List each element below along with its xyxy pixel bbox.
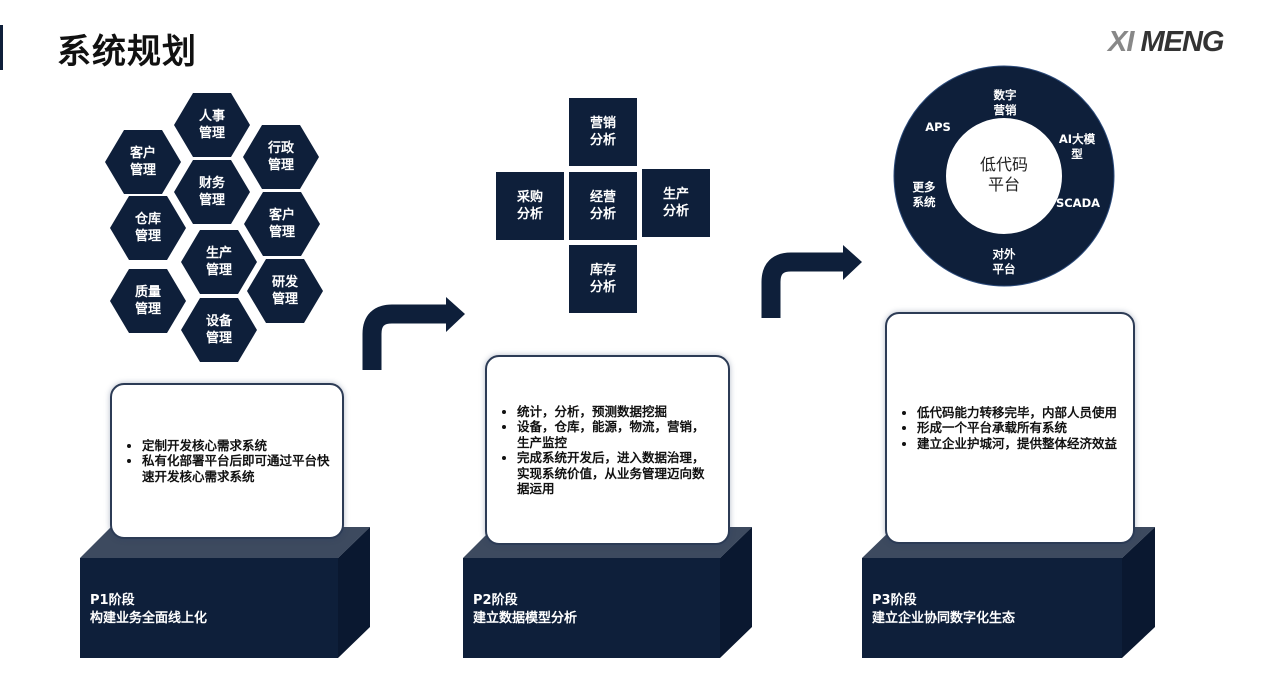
lowcode-platform-label: 低代码平台 (979, 155, 1028, 194)
stage-1-card: 定制开发核心需求系统私有化部署平台后即可通过平台快速开发核心需求系统 (110, 383, 344, 539)
arrow-2-icon (761, 252, 845, 318)
stage-phase: P1阶段 (90, 593, 135, 608)
stage-name: 构建业务全面线上化 (90, 611, 208, 626)
title-accent-bar (0, 25, 3, 70)
hex-finance: 财务管理 (174, 160, 250, 224)
bullet: 建立企业护城河，提供整体经济效益 (917, 436, 1117, 452)
stage-2-label: P2阶段建立数据模型分析 (473, 592, 577, 628)
tile-marketing-analysis: 营销分析 (569, 98, 637, 166)
hex-hr: 人事管理 (174, 93, 250, 157)
hex-customer: 客户管理 (105, 130, 181, 194)
tile-purchase-analysis: 采购分析 (496, 172, 564, 240)
stage-phase: P3阶段 (872, 593, 917, 608)
stage-3-card: 低代码能力转移完毕，内部人员使用形成一个平台承载所有系统建立企业护城河，提供整体… (885, 312, 1135, 544)
stage-name: 建立企业协同数字化生态 (872, 611, 1016, 626)
stage-phase: P2阶段 (473, 593, 518, 608)
hex-warehouse: 仓库管理 (110, 196, 186, 260)
bullet: 低代码能力转移完毕，内部人员使用 (917, 405, 1117, 421)
logo: XI MENG (1108, 26, 1224, 58)
stage-name: 建立数据模型分析 (473, 611, 578, 626)
bullet: 定制开发核心需求系统 (142, 438, 330, 454)
arrow-1-icon (362, 304, 450, 370)
bullet: 形成一个平台承载所有系统 (917, 420, 1117, 436)
platform-ring (894, 66, 1114, 286)
tile-inventory-analysis: 库存分析 (569, 245, 637, 313)
stage-2-card: 统计，分析，预测数据挖掘设备，仓库，能源，物流，营销，生产监控完成系统开发后，进… (485, 355, 730, 545)
stage-1-label: P1阶段构建业务全面线上化 (90, 592, 207, 628)
ring-ai-model: AI大模型 (1058, 132, 1096, 161)
tile-production-analysis: 生产分析 (642, 169, 710, 237)
bullet: 设备，仓库，能源，物流，营销，生产监控 (517, 419, 716, 450)
ring-more-systems: 更多系统 (912, 180, 936, 209)
ring-digital-marketing: 数字营销 (993, 88, 1017, 117)
stage-3-label: P3阶段建立企业协同数字化生态 (872, 592, 1015, 628)
tile-operation-analysis: 经营分析 (569, 172, 637, 240)
bullet: 私有化部署平台后即可通过平台快速开发核心需求系统 (142, 453, 330, 484)
bullet: 统计，分析，预测数据挖掘 (517, 404, 716, 420)
ring-external-platform: 对外平台 (992, 247, 1016, 276)
page-title: 系统规划 (57, 32, 197, 72)
ring-scada: SCADA (1055, 196, 1101, 210)
ring-aps: APS (925, 120, 951, 134)
bullet: 完成系统开发后，进入数据治理，实现系统价值，从业务管理迈向数据运用 (517, 450, 716, 497)
